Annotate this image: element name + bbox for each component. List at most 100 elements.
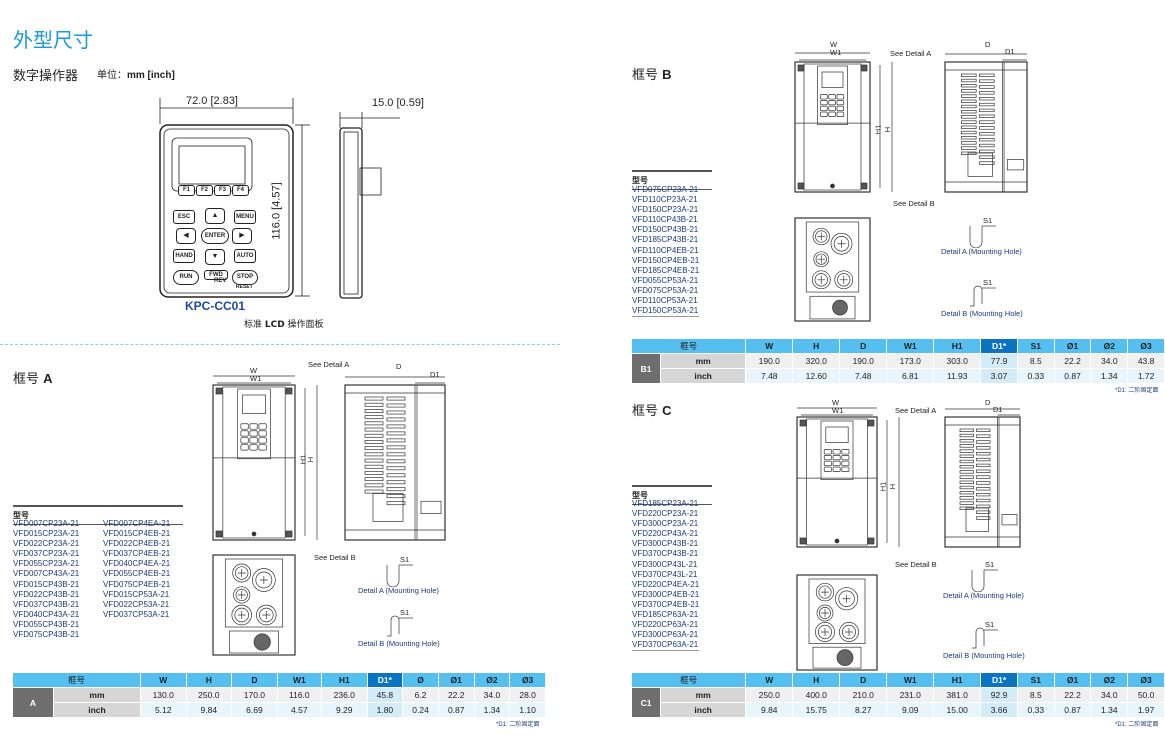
frame-column-header: 框号 [632, 339, 746, 353]
model-list-header: 型号 [632, 485, 712, 505]
frame-a-title: 框号 A [13, 368, 53, 387]
arrow-down-button[interactable]: ▼ [205, 249, 225, 265]
column-header: Ø3 [510, 673, 545, 687]
caption-pre: 标准 [244, 320, 265, 330]
value-cell: 190.0 [840, 354, 887, 368]
model-item: VFD110CP4EB-21 [632, 245, 699, 255]
key-f3[interactable]: F3 [214, 185, 231, 196]
key-run[interactable]: RUN [173, 270, 199, 285]
value-cell: 1.10 [510, 703, 545, 717]
value-cell: 7.48 [840, 369, 887, 383]
model-item: VFD220CP43A-21 [632, 529, 699, 539]
s1-label: S1 [983, 216, 993, 225]
value-cell: 45.8 [367, 688, 403, 702]
key-rev: REV [214, 278, 227, 284]
mounting-hole-detail-b-drawing [387, 615, 413, 637]
arrow-up-button[interactable]: ▲ [205, 208, 225, 224]
model-item: VFD150CP53A-21 [632, 306, 699, 316]
column-header: W1 [887, 673, 934, 687]
column-header: D1* [981, 673, 1017, 687]
see-detail-b-label: See Detail B [893, 199, 935, 208]
model-item: VFD015CP23A-21 [13, 529, 80, 539]
model-item: VFD075CP4EB-21 [103, 579, 171, 589]
value-cell: 34.0 [1091, 354, 1128, 368]
dim-h: H [883, 126, 893, 133]
model-item: VFD220CP23A-21 [632, 509, 699, 519]
mounting-hole-detail-b-drawing [970, 285, 996, 307]
value-cell: 12.60 [793, 369, 840, 383]
model-item: VFD150CP43B-21 [632, 225, 699, 235]
key-f1[interactable]: F1 [178, 185, 195, 196]
value-cell: 22.2 [1054, 688, 1091, 702]
key-menu[interactable]: MENU [234, 210, 256, 224]
d1-footnote: *D1: 二阶固定面 [496, 722, 540, 728]
d1-footnote: *D1: 二阶固定面 [1115, 388, 1159, 394]
model-item: VFD300CP23A-21 [632, 519, 699, 529]
dim-d: D [985, 398, 991, 407]
value-cell: 190.0 [746, 354, 793, 368]
key-hand[interactable]: HAND [173, 249, 195, 263]
value-cell: 1.80 [367, 703, 403, 717]
keypad-heading: 数字操作器 [13, 69, 79, 84]
keypad-caption: 标准 LCD 操作面板 [244, 317, 324, 330]
caption-post: 操作面板 [284, 320, 324, 330]
unit-cell: inch [661, 369, 746, 383]
key-enter[interactable]: ENTER [201, 228, 229, 244]
detail-a-caption: Detail A (Mounting Hole) [358, 586, 439, 595]
detail-b-caption: Detail B (Mounting Hole) [941, 309, 1023, 318]
value-cell: 1.97 [1128, 703, 1164, 717]
column-header: W [140, 673, 186, 687]
dim-d: D [396, 362, 402, 371]
model-item: VFD110CP23A-21 [632, 195, 698, 205]
value-cell: 250.0 [186, 688, 232, 702]
model-item: VFD110CP43B-21 [632, 215, 698, 225]
arrow-right-button[interactable]: ▶ [232, 228, 252, 244]
dim-w: W [250, 366, 258, 375]
value-cell: 173.0 [887, 354, 934, 368]
key-fwd[interactable]: FWD [204, 270, 228, 280]
unit-label: 单位：mm [inch] [97, 66, 175, 81]
value-cell: 22.2 [438, 688, 474, 702]
model-item: VFD037CP53A-21 [103, 609, 170, 619]
model-item: VFD300CP43B-21 [632, 539, 699, 549]
dim-w: W [830, 40, 838, 49]
unit-cell: mm [54, 688, 140, 702]
unit-label-text: 单位： [97, 70, 127, 81]
column-header: D [232, 673, 277, 687]
bottom-view-drawing [794, 217, 871, 322]
mounting-hole-detail-a-drawing [971, 569, 998, 592]
value-cell: 320.0 [793, 354, 840, 368]
key-f4[interactable]: F4 [232, 185, 249, 196]
column-header: H [793, 339, 840, 353]
keypad-model: KPC-CC01 [185, 299, 246, 313]
model-item: VFD022CP53A-21 [103, 599, 170, 609]
see-detail-a-label: See Detail A [890, 49, 932, 58]
dim-d1: D1 [993, 405, 1003, 414]
see-detail-a-label: See Detail A [308, 360, 350, 369]
unit-cell: inch [661, 703, 746, 717]
side-dimension-lines [945, 53, 1027, 61]
key-auto[interactable]: AUTO [234, 249, 256, 263]
column-header: Ø1 [1054, 339, 1091, 353]
frame-title-prefix: 框号 [13, 372, 44, 387]
value-cell: 0.87 [1054, 369, 1091, 383]
model-item: VFD185CP23A-21 [632, 499, 699, 508]
value-cell: 7.48 [746, 369, 793, 383]
column-header: W [746, 673, 793, 687]
key-f2[interactable]: F2 [196, 185, 213, 196]
keypad-drawing [159, 98, 400, 299]
key-stop[interactable]: STOP [232, 270, 258, 285]
side-view-drawing [944, 61, 1028, 193]
key-esc[interactable]: ESC [173, 210, 195, 224]
value-cell: 15.00 [934, 703, 981, 717]
value-cell: 8.5 [1017, 688, 1054, 702]
caption-bold: LCD [264, 320, 285, 330]
arrow-left-button[interactable]: ◀ [176, 228, 196, 244]
dim-h1: H1 [878, 481, 888, 492]
value-cell: 231.0 [887, 688, 934, 702]
mounting-hole-detail-a-drawing [386, 564, 413, 587]
model-item: VFD300CP4EB-21 [632, 589, 700, 599]
